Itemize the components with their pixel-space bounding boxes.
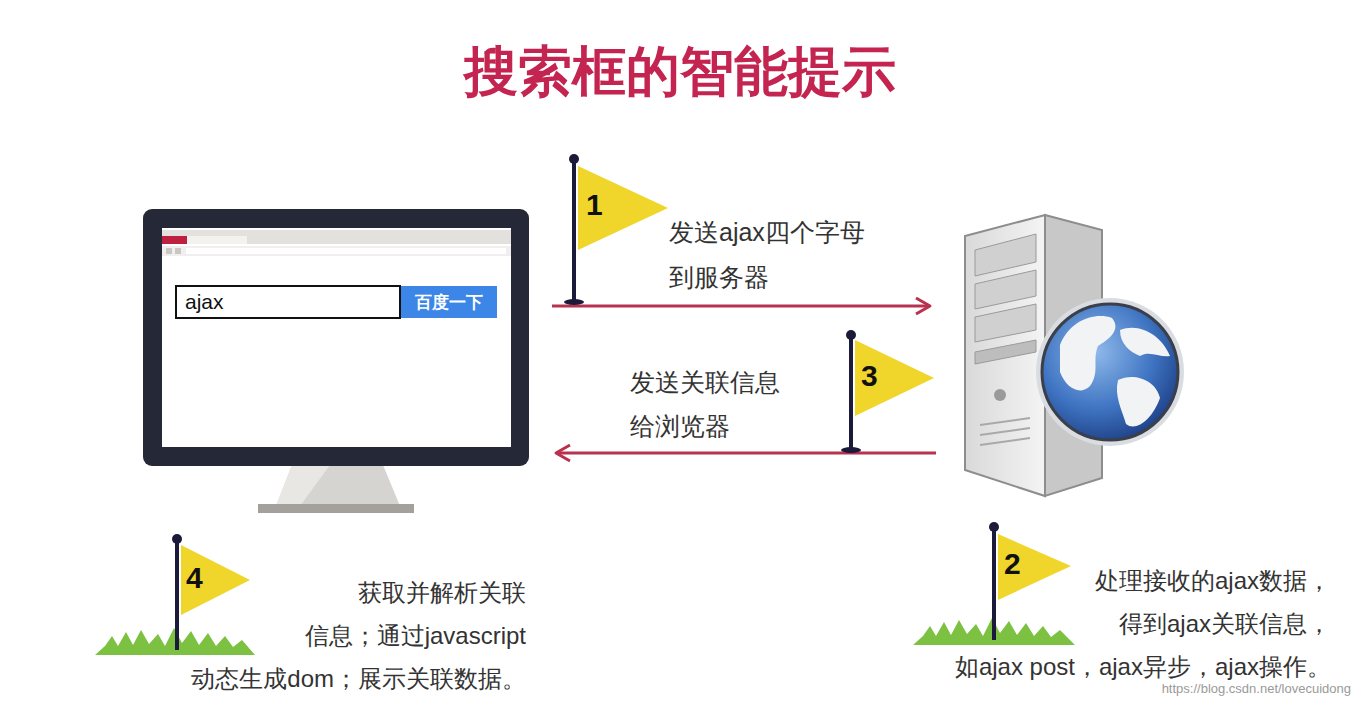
vent-lines: [980, 418, 1030, 445]
drive-bay: [975, 304, 1036, 342]
callout-number: 3: [861, 357, 878, 395]
drive-bay: [975, 234, 1036, 276]
box-text: ajax: [185, 290, 224, 314]
flag-cloth: [578, 166, 668, 250]
browser-tab-bar: [162, 230, 511, 244]
flag: [913, 522, 1075, 645]
watermark: https://blog.csdn.net/lovecuidong: [1162, 680, 1351, 698]
flag-cloth: [855, 340, 934, 416]
flag-pole: [849, 336, 853, 450]
search-input: ajax: [175, 285, 401, 319]
drive-bay: [975, 270, 1036, 309]
flag-knob: [172, 534, 182, 544]
flag-base: [841, 447, 861, 453]
callout-number: 1: [586, 186, 603, 224]
monitor-neck-light: [276, 465, 330, 506]
continent: [1060, 316, 1115, 390]
monitor-screen: [162, 228, 511, 447]
drive-slot: [975, 340, 1036, 364]
box-text: 百度一下: [415, 291, 483, 314]
power-button: [994, 389, 1006, 401]
flag-cloth: [998, 534, 1071, 600]
browser-tab: [187, 236, 247, 244]
callout-number: 4: [186, 559, 203, 597]
step-note: 获取并解析关联 信息；通过javascript 动态生成dom；展示关联数据。: [191, 571, 526, 700]
step-note: 发送关联信息 给浏览器: [630, 360, 780, 448]
monitor-neck: [276, 465, 400, 506]
browser-tab: [162, 236, 187, 244]
search-button: 百度一下: [401, 286, 497, 318]
flag-knob: [846, 330, 856, 340]
flag-base: [564, 299, 584, 305]
flag-pole: [175, 540, 179, 650]
flag: [841, 330, 934, 453]
flag-cloth: [181, 545, 250, 615]
step-note: 处理接收的ajax数据， 得到ajax关联信息， 如ajax post，ajax…: [955, 559, 1331, 688]
title: 搜索框的智能提示: [0, 36, 1359, 106]
browser-address-bar: [162, 246, 511, 256]
browser-button: [175, 248, 181, 254]
flag-pole: [992, 528, 996, 640]
browser-button: [166, 248, 172, 254]
monitor-base: [258, 504, 414, 513]
request-arrow: [552, 298, 930, 314]
browser-url-field: [186, 248, 506, 254]
monitor: [143, 209, 529, 513]
callout-number: 2: [1004, 545, 1021, 583]
response-arrow: [556, 445, 936, 461]
continent: [1117, 377, 1160, 427]
flag: [95, 534, 255, 655]
flag-pole: [572, 160, 576, 302]
monitor-frame: [143, 209, 529, 466]
flag: [564, 154, 668, 305]
globe-body: [1042, 304, 1178, 440]
step-note: 发送ajax四个字母 到服务器: [669, 210, 865, 300]
globe-ring: [1036, 298, 1184, 446]
flag-knob: [569, 154, 579, 164]
flag-knob: [989, 522, 999, 532]
server-front: [965, 215, 1045, 496]
continent: [1120, 328, 1170, 357]
globe: [1036, 298, 1184, 446]
